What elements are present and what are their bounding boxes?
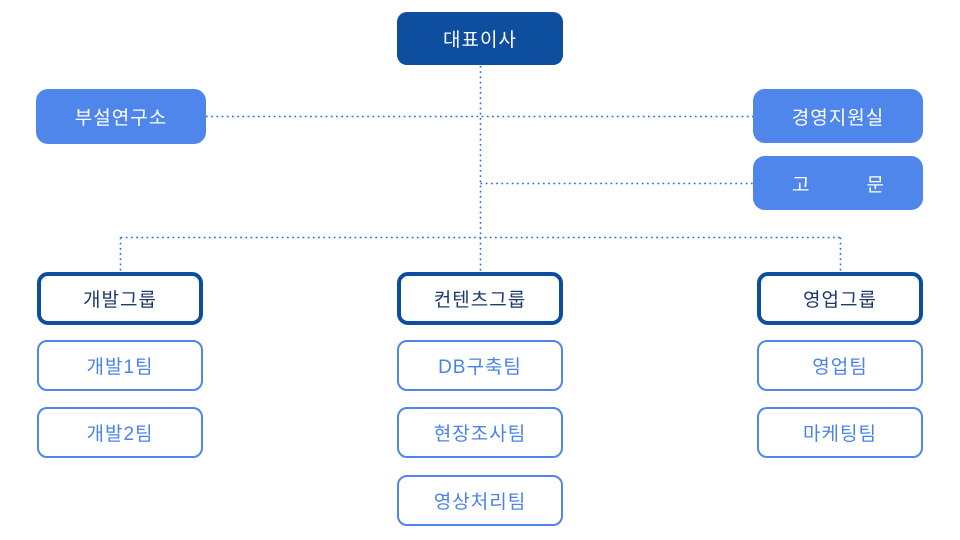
node-team-dev1-label: 개발1팀	[86, 357, 154, 378]
node-advisor-label: 고문	[792, 174, 941, 196]
node-team-marketing: 마케팅팀	[757, 407, 923, 458]
node-team-db-build: DB구축팀	[397, 340, 563, 391]
node-management-support: 경영지원실	[753, 89, 923, 143]
node-team-sales-label: 영업팀	[812, 357, 868, 378]
node-research-institute-label: 부설연구소	[74, 108, 168, 129]
node-group-sales: 영업그룹	[757, 272, 923, 325]
node-group-contents-label: 컨텐츠그룹	[433, 290, 527, 311]
node-team-video-processing: 영상처리팀	[397, 475, 563, 526]
node-ceo-label: 대표이사	[443, 30, 517, 51]
node-group-development-label: 개발그룹	[83, 290, 157, 311]
node-team-field-survey-label: 현장조사팀	[433, 424, 527, 445]
node-team-dev2: 개발2팀	[37, 407, 203, 458]
node-group-sales-label: 영업그룹	[803, 290, 877, 311]
node-team-db-build-label: DB구축팀	[438, 357, 522, 378]
node-group-development: 개발그룹	[37, 272, 203, 325]
node-team-dev2-label: 개발2팀	[86, 424, 154, 445]
node-management-support-label: 경영지원실	[791, 107, 885, 129]
node-team-field-survey: 현장조사팀	[397, 407, 563, 458]
node-research-institute: 부설연구소	[36, 89, 206, 144]
node-team-video-processing-label: 영상처리팀	[433, 492, 527, 513]
node-group-contents: 컨텐츠그룹	[397, 272, 563, 325]
node-team-sales: 영업팀	[757, 340, 923, 391]
node-ceo: 대표이사	[397, 12, 563, 65]
node-advisor: 고문	[753, 156, 923, 210]
node-team-marketing-label: 마케팅팀	[803, 424, 877, 445]
node-team-dev1: 개발1팀	[37, 340, 203, 391]
